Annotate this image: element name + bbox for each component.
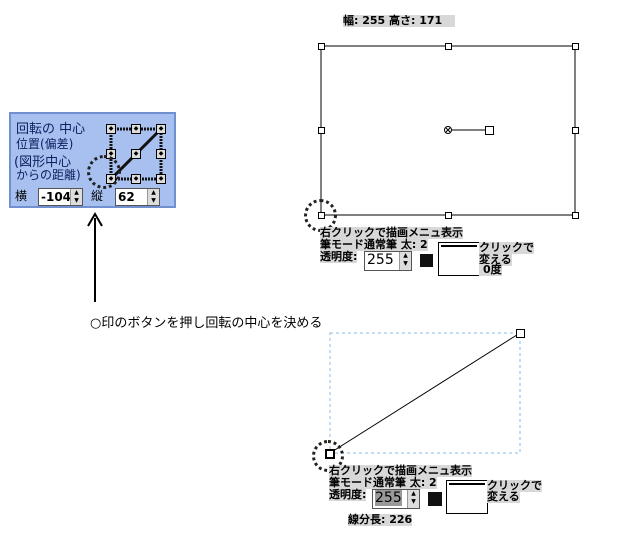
center-point-button[interactable]: ◆ <box>131 174 141 184</box>
panel-title: 回転の 中心 <box>16 122 86 137</box>
size-readout: 幅: 255 高さ: 171 <box>343 15 455 27</box>
change-hint: 変える <box>479 253 512 266</box>
opacity-value: 255 <box>367 252 394 268</box>
spin-arrows-icon[interactable]: ▲▼ <box>147 189 159 205</box>
center-point-button[interactable]: ◆ <box>156 174 166 184</box>
y-offset-spinner[interactable]: 62 ▲▼ <box>115 188 160 206</box>
line-length-readout: 線分長: 226 <box>348 513 413 526</box>
line-endpoint-handle[interactable] <box>516 329 525 338</box>
resize-handle[interactable] <box>445 43 452 50</box>
context-menu-hint: 右クリックで描画メニュ表示 <box>320 226 463 239</box>
resize-handle[interactable] <box>572 43 579 50</box>
center-point-button[interactable]: ◆ <box>131 149 141 159</box>
line-style-preview[interactable] <box>438 242 480 276</box>
spin-arrows-icon[interactable]: ▲▼ <box>70 189 82 205</box>
color-swatch[interactable] <box>420 254 433 267</box>
highlight-circle <box>87 155 121 189</box>
y-offset-value: 62 <box>118 190 135 204</box>
resize-handle[interactable] <box>445 212 452 219</box>
caption: ○印のボタンを押し回転の中心を決める <box>90 316 323 331</box>
color-swatch[interactable] <box>428 492 442 506</box>
panel-subtitle: 位置(偏差) <box>16 137 74 151</box>
x-label: 横 <box>15 189 28 203</box>
y-label: 縦 <box>91 189 104 203</box>
line-style-preview[interactable] <box>446 480 488 514</box>
center-point-button[interactable]: ◆ <box>156 124 166 134</box>
change-hint: 変える <box>487 490 520 503</box>
opacity-label: 透明度: <box>320 250 358 263</box>
angle-readout: 0度 <box>479 264 502 276</box>
rectangle-shape[interactable] <box>310 36 590 226</box>
opacity-label: 透明度: <box>329 488 367 501</box>
resize-handle[interactable] <box>572 212 579 219</box>
opacity-spinner[interactable]: 255 ▲▼ <box>372 489 420 509</box>
click-hint: クリックで <box>479 241 534 254</box>
up-arrow-icon <box>87 212 103 302</box>
center-point-button[interactable]: ◆ <box>156 149 166 159</box>
center-point-button[interactable]: ◆ <box>106 124 116 134</box>
pen-mode[interactable]: 筆モード通常筆 太: 2 <box>329 476 437 489</box>
panel-note2: からの距離) <box>16 168 81 182</box>
resize-handle[interactable] <box>572 127 579 134</box>
center-point-button[interactable]: ◆ <box>131 124 141 134</box>
opacity-spinner[interactable]: 255 ▲▼ <box>364 251 412 271</box>
x-offset-value: -104 <box>41 190 72 204</box>
rotate-handle[interactable] <box>485 126 494 135</box>
context-menu-hint: 右クリックで描画メニュ表示 <box>329 464 472 477</box>
x-offset-spinner[interactable]: -104▲▼ <box>38 188 83 206</box>
highlight-circle <box>312 440 344 472</box>
panel-note: (図形中心 <box>14 155 72 170</box>
opacity-value: 255 <box>375 490 402 506</box>
spin-arrows-icon[interactable]: ▲▼ <box>399 252 411 270</box>
resize-handle[interactable] <box>318 127 325 134</box>
pen-mode[interactable]: 筆モード通常筆 太: 2 <box>320 238 428 251</box>
line-shape[interactable] <box>320 325 530 465</box>
resize-handle[interactable] <box>318 43 325 50</box>
spin-arrows-icon[interactable]: ▲▼ <box>407 490 419 508</box>
click-hint: クリックで <box>487 479 542 492</box>
